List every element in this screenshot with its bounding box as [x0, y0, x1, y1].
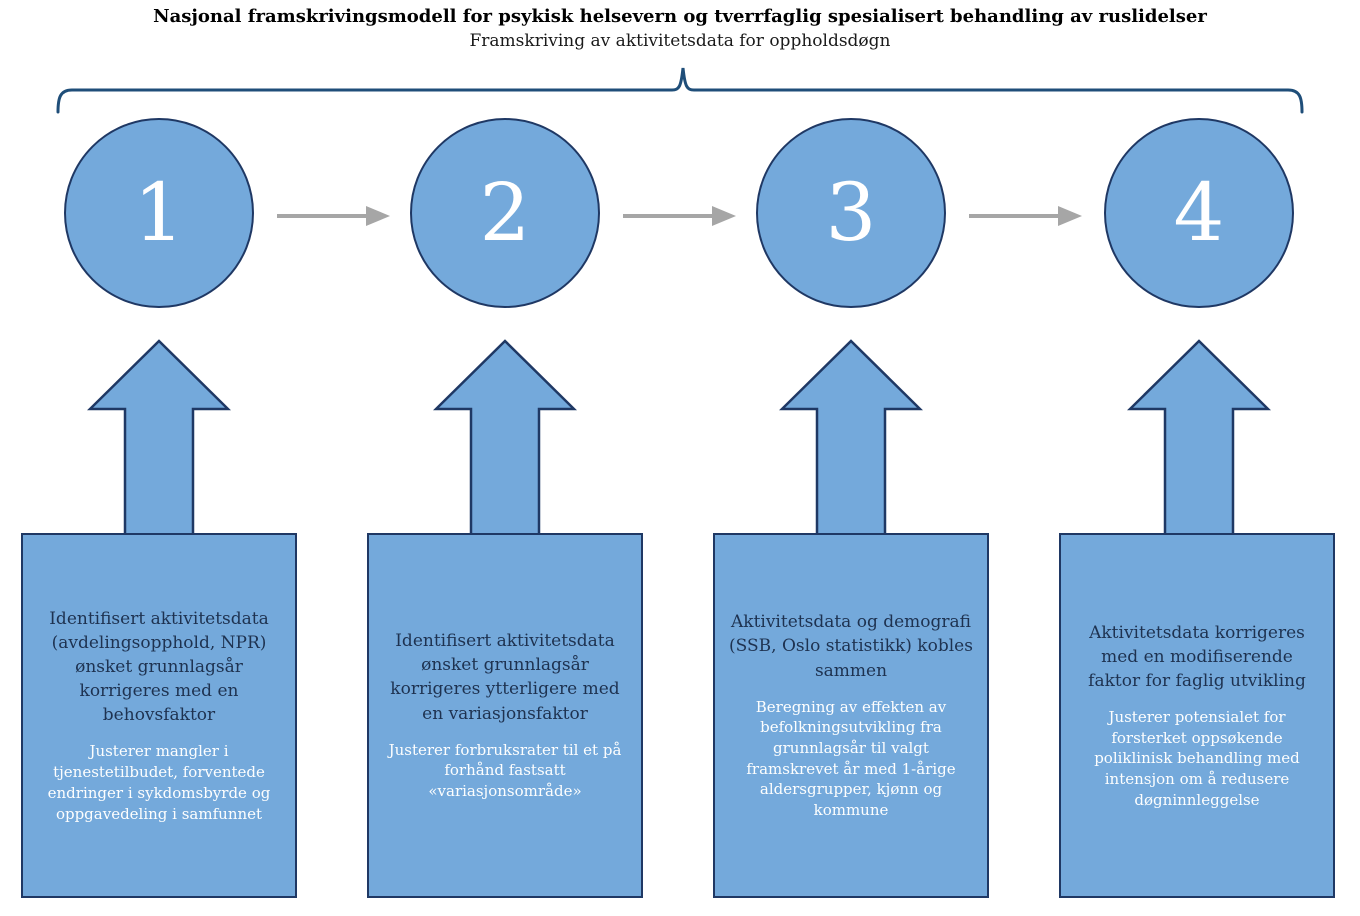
step-detail-1: Justerer mangler i tjenestetilbudet, for… [47, 742, 271, 823]
step-heading-3: Aktivitetsdata og demografi (SSB, Oslo s… [729, 612, 973, 681]
step-box-1: Identifisert aktivitetsdata (avdelingsop… [21, 533, 297, 898]
step-heading-1: Identifisert aktivitetsdata (avdelingsop… [49, 608, 269, 726]
step-heading-2: Identifisert aktivitetsdata ønsket grunn… [390, 631, 620, 724]
arrow-right-icon [623, 206, 736, 226]
curly-brace-icon [56, 67, 1304, 114]
step-detail-2: Justerer forbruksrater til et på forhånd… [388, 740, 622, 801]
step-number-3: 3 [825, 166, 877, 259]
arrow-right-icon [969, 206, 1082, 226]
step-detail-4: Justerer potensialet for forsterket opps… [1094, 707, 1300, 809]
block-up-arrow-icon [87, 339, 231, 538]
step-circle-1: 1 [64, 118, 254, 308]
block-up-arrow-icon [1127, 339, 1271, 538]
step-number-1: 1 [133, 166, 185, 259]
step-circle-3: 3 [756, 118, 946, 308]
block-up-arrow-icon [433, 339, 577, 538]
step-detail-3: Beregning av effekten av befolkningsutvi… [746, 697, 956, 820]
diagram-subtitle: Framskriving av aktivitetsdata for oppho… [469, 31, 891, 51]
step-number-2: 2 [479, 166, 531, 259]
step-box-3: Aktivitetsdata og demografi (SSB, Oslo s… [713, 533, 989, 898]
step-circle-2: 2 [410, 118, 600, 308]
arrow-right-icon [277, 206, 390, 226]
step-box-2: Identifisert aktivitetsdata ønsket grunn… [367, 533, 643, 898]
diagram-title: Nasjonal framskrivingsmodell for psykisk… [153, 6, 1207, 27]
step-heading-4: Aktivitetsdata korrigeres med en modifis… [1088, 622, 1306, 691]
block-up-arrow-icon [779, 339, 923, 538]
step-circle-4: 4 [1104, 118, 1294, 308]
step-box-4: Aktivitetsdata korrigeres med en modifis… [1059, 533, 1335, 898]
step-number-4: 4 [1173, 166, 1225, 259]
